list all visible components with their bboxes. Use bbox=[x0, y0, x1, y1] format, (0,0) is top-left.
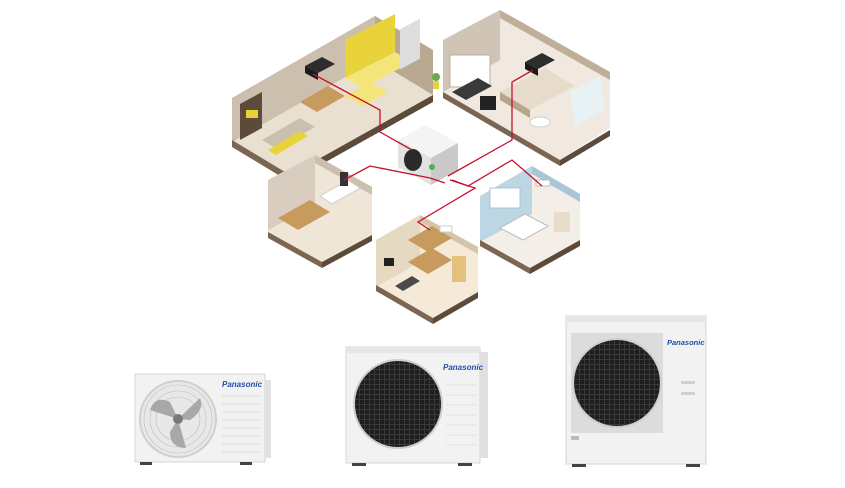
room-bathroom bbox=[268, 155, 372, 268]
central-outdoor-unit bbox=[398, 125, 458, 185]
room-nursery bbox=[480, 166, 580, 274]
room-bedroom-bathroom bbox=[432, 10, 610, 166]
outdoor-unit-medium: Panasonic bbox=[345, 346, 488, 466]
brand-logo-medium: Panasonic bbox=[443, 363, 484, 372]
refrigerant-pipes bbox=[312, 69, 543, 231]
brand-logo-small: Panasonic bbox=[222, 380, 263, 389]
brand-logo-large: Panasonic bbox=[667, 338, 705, 347]
outdoor-unit-large: Panasonic bbox=[565, 315, 707, 467]
outdoor-unit-small: Panasonic bbox=[134, 373, 271, 465]
room-kids-bunk bbox=[376, 215, 478, 324]
room-living-kitchen bbox=[232, 14, 433, 182]
